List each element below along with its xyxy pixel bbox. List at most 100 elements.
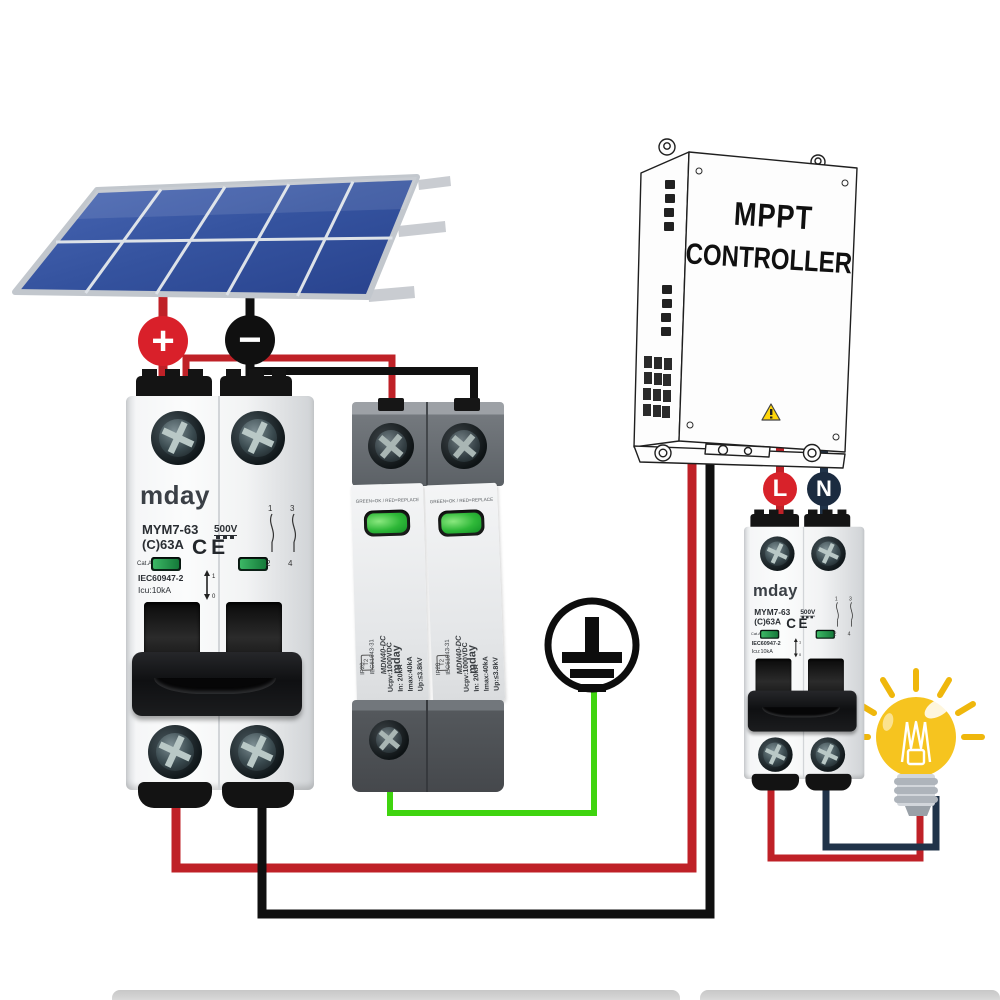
spd-wire-socket — [454, 398, 480, 411]
wire-load-neutral — [822, 780, 940, 851]
breaker-model: MYM7-63 — [142, 522, 199, 537]
terminal-screw-icon — [758, 737, 793, 772]
breaker-label-area: mday MYM7-63 500V (C)63A Cat.A CE IEC609… — [749, 581, 862, 672]
spd-indicator-legend: GREEN=OK / RED=REPLACE — [355, 497, 420, 505]
breaker-standard: IEC60947-2 — [751, 640, 781, 647]
svg-text:0: 0 — [799, 653, 801, 657]
spd-spec: In: 20kA — [396, 664, 405, 692]
mppt-bottom-flange — [633, 445, 846, 469]
spd-status-window — [437, 509, 485, 537]
breaker-bottom-terminal-cap — [222, 782, 294, 808]
spd-type-badge: T2 — [360, 654, 374, 671]
breaker-label-area: mday MYM7-63 500V (C)63A Cat.A CE IEC609… — [134, 480, 310, 622]
svg-text:4: 4 — [848, 632, 851, 638]
cropped-content-band — [700, 990, 1000, 1000]
solar-rail-bracket — [398, 221, 446, 237]
spd-spec: Ucpv:1000VDC — [386, 642, 395, 693]
toggle-handle — [747, 690, 857, 732]
wire-breaker-to-mppt-negative — [257, 450, 715, 919]
bulb-filament — [900, 720, 932, 766]
terminal-screw-icon — [369, 720, 409, 760]
mppt-louver-vent — [643, 356, 672, 418]
spd-module: GREEN=OK / RED=REPLACE IP20 IEC61643-31 … — [350, 483, 430, 703]
neutral-label: N — [816, 476, 832, 501]
spd-spec: Up:≤3.8kV — [416, 657, 425, 692]
terminal-screw-icon — [441, 423, 487, 469]
spd-spec-markings: Ucpv:1000VDC In: 20kA Imax:40kA Up:≤3.8k… — [384, 573, 425, 692]
ce-mark: CE — [192, 536, 230, 559]
on-off-indicator: 1 0 — [202, 570, 218, 605]
pv-negative-terminal: − — [225, 315, 275, 365]
breaker-rating: (C)63A — [142, 537, 184, 552]
brand-logo: mday — [140, 480, 210, 510]
minus-label: − — [238, 317, 262, 362]
breaker-voltage: 500V — [800, 608, 816, 619]
svg-text:0: 0 — [212, 594, 216, 600]
breaker-category: Cat.A — [137, 561, 153, 567]
toggle-well — [808, 658, 844, 698]
breaker-standard: IEC60947-2 — [138, 573, 184, 583]
mppt-title-line1: MPPT — [733, 196, 814, 237]
spd-wire-socket — [378, 398, 404, 411]
wire-load-line — [767, 780, 924, 862]
svg-text:1: 1 — [212, 574, 216, 580]
mppt-front-face — [678, 151, 858, 453]
breaker-top-terminal-cap — [804, 509, 851, 531]
breaker-bottom-terminal-cap — [138, 782, 212, 808]
breaker-body — [126, 396, 314, 790]
solar-panel-frame — [12, 174, 420, 300]
svg-text:4: 4 — [288, 559, 293, 568]
line-label: L — [772, 475, 788, 502]
terminal-screw-icon — [148, 725, 202, 779]
solar-rail-bracket — [368, 286, 415, 302]
status-led — [151, 557, 181, 571]
terminal-screw-icon — [811, 536, 846, 571]
mppt-corner-screws — [686, 167, 849, 441]
mppt-vent-slits — [661, 180, 675, 336]
svg-text:2: 2 — [834, 632, 837, 638]
svg-text:3: 3 — [849, 596, 852, 602]
on-off-indicator: 1 0 — [793, 638, 803, 660]
svg-text:1: 1 — [799, 640, 801, 644]
breaker-top-terminal-cap — [750, 509, 800, 531]
pole-circuit-symbol: 1 3 2 4 — [832, 595, 859, 644]
svg-text:3: 3 — [290, 504, 295, 513]
toggle-well — [755, 658, 792, 698]
status-led — [238, 557, 268, 571]
breaker-voltage: 500V — [214, 524, 238, 539]
breaker-rating: (C)63A — [754, 617, 782, 627]
breaker-pole-seam — [802, 526, 805, 779]
pv-positive-terminal: + — [138, 316, 188, 366]
breaker-body — [744, 526, 865, 779]
breaker-model: MYM7-63 — [754, 607, 791, 618]
status-led — [760, 629, 780, 639]
breaker-pole-seam — [218, 396, 220, 790]
spd-status-window — [363, 509, 411, 537]
terminal-screw-icon — [760, 536, 795, 571]
dc-surge-protector: GREEN=OK / RED=REPLACE IP20 IEC61643-31 … — [350, 398, 506, 792]
solar-rail-bracket — [418, 176, 451, 190]
warning-triangle-icon — [761, 403, 781, 421]
breaker-toggle-area — [130, 602, 310, 728]
status-led — [815, 629, 835, 639]
line-terminal: L — [763, 472, 797, 506]
spd-indicator-legend: GREEN=OK / RED=REPLACE — [429, 497, 494, 506]
wire-breaker-to-mppt-positive — [171, 450, 697, 873]
brand-logo: mday — [752, 580, 798, 600]
bulb-base-nub — [905, 806, 931, 816]
svg-text:2: 2 — [266, 559, 271, 568]
pole-circuit-symbol: 1 3 2 4 — [264, 502, 306, 579]
breaker-category: Cat.A — [751, 632, 761, 637]
terminal-screw-icon — [151, 411, 205, 465]
spd-spec-markings: Ucpv:1000VDC In: 20kA Imax:40kA Up:≤3.8k… — [459, 573, 502, 692]
ce-mark: CE — [786, 616, 811, 632]
terminal-screw-icon — [231, 411, 285, 465]
solar-panel-gridlines — [55, 180, 393, 297]
spd-type-badge: T2 — [436, 654, 449, 672]
spd-module: GREEN=OK / RED=REPLACE IP20 IEC61643-31 … — [424, 482, 506, 704]
